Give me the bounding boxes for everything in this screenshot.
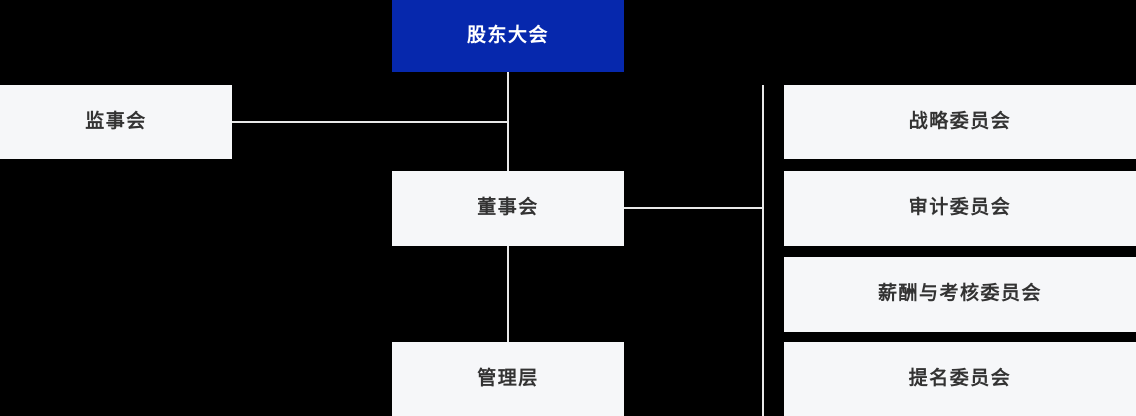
node-audit-committee-label: 审计委员会 [908,197,1012,219]
node-management[interactable]: 管理层 [392,342,624,416]
node-audit-committee[interactable]: 审计委员会 [784,171,1136,246]
node-nomination-committee-label: 提名委员会 [908,367,1012,389]
node-board-of-directors-label: 董事会 [477,197,539,219]
node-nomination-committee[interactable]: 提名委员会 [784,342,1136,416]
node-strategy-committee[interactable]: 战略委员会 [784,85,1136,159]
connector-committees-spine [762,85,764,416]
connector-board-to-committees [624,207,764,209]
node-management-label: 管理层 [477,367,539,389]
connector-shareholders-to-board [507,72,509,171]
node-strategy-committee-label: 战略委员会 [908,110,1012,132]
connector-supervisors-to-trunk [232,121,508,123]
node-board-of-supervisors[interactable]: 监事会 [0,85,232,159]
node-remuneration-committee[interactable]: 薪酬与考核委员会 [784,257,1136,332]
node-shareholders-meeting-label: 股东大会 [466,24,549,46]
node-remuneration-committee-label: 薪酬与考核委员会 [877,283,1042,305]
node-board-of-supervisors-label: 监事会 [85,110,147,132]
connector-board-to-management [507,246,509,342]
node-shareholders-meeting[interactable]: 股东大会 [392,0,624,72]
node-board-of-directors[interactable]: 董事会 [392,171,624,246]
